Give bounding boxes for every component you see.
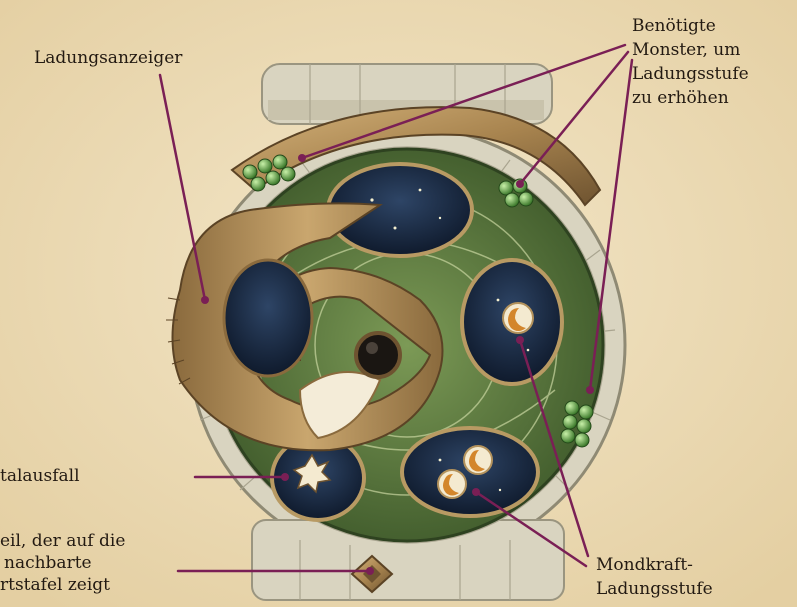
label-arrow-part-line: eil, der auf die (0, 530, 125, 552)
label-moon-power-line: Mondkraft- (596, 553, 713, 577)
label-arrow-part-line: nachbarte (0, 552, 125, 574)
label-moon-power-line: Ladungsstufe (596, 577, 713, 601)
label-crystal-failure: talausfall (0, 466, 80, 486)
moon-token (464, 446, 492, 474)
label-needed-monsters-line: Ladungsstufe (632, 62, 749, 86)
label-needed-monsters: Benötigte Monster, um Ladungsstufe zu er… (632, 14, 749, 110)
label-charge-indicator: Ladungsanzeiger (34, 48, 182, 68)
label-needed-monsters-line: Monster, um (632, 38, 749, 62)
orb-group-right (561, 401, 593, 447)
label-arrow-part: eil, der auf die nachbarte rtstafel zeig… (0, 530, 125, 596)
charge-indicator-window (224, 260, 312, 376)
dial-knob (356, 333, 400, 377)
moon-token (438, 470, 466, 498)
label-moon-power: Mondkraft- Ladungsstufe (596, 553, 713, 601)
label-arrow-part-line: rtstafel zeigt (0, 574, 125, 596)
moon-token (503, 303, 533, 333)
label-needed-monsters-line: Benötigte (632, 14, 749, 38)
label-needed-monsters-line: zu erhöhen (632, 86, 749, 110)
